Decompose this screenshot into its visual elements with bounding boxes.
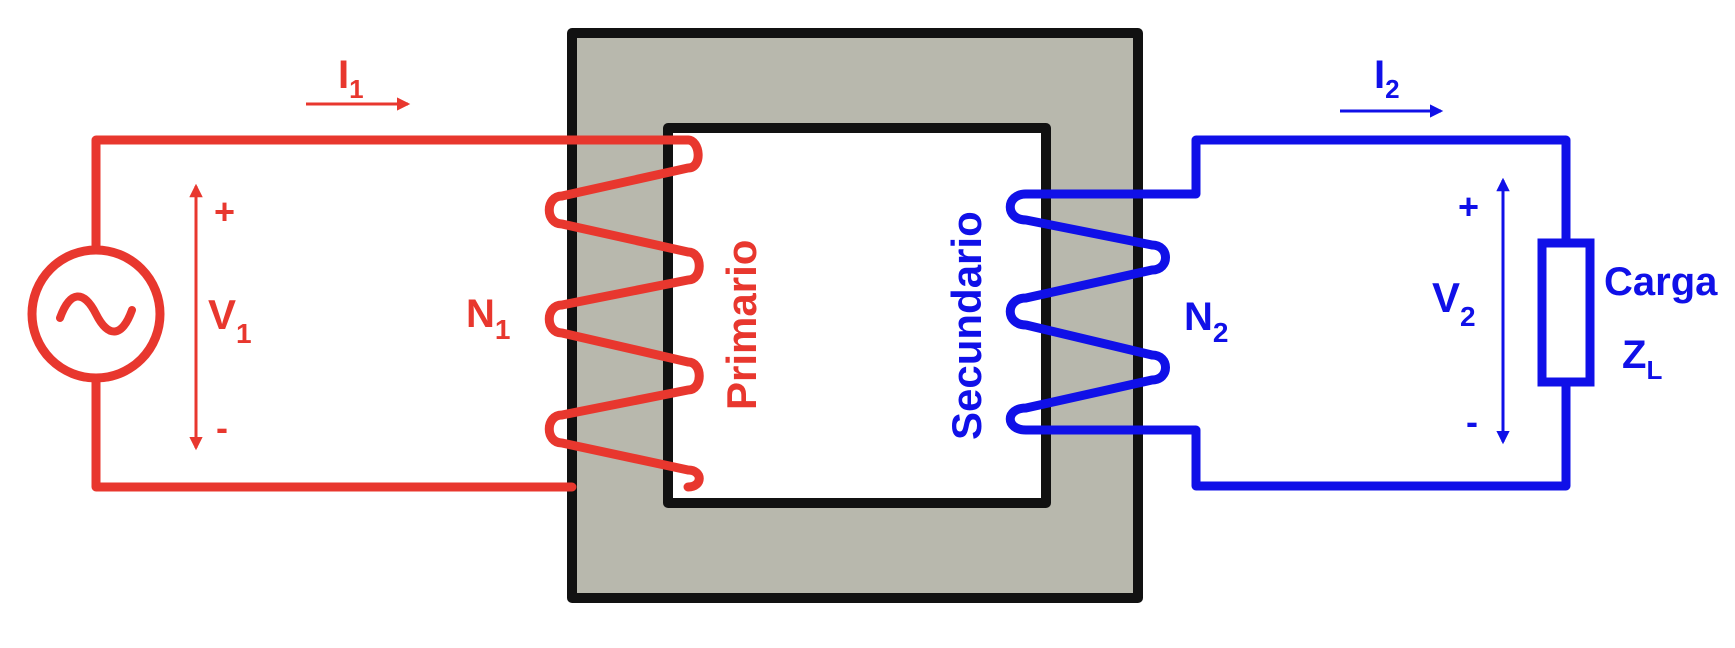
secondary-voltage-plus: + <box>1458 186 1479 227</box>
primary-voltage-label: V1 <box>208 291 252 349</box>
secondary-winding-label: Secundario <box>943 211 990 440</box>
secondary-wire <box>1021 135 1571 491</box>
secondary-current-label: I2 <box>1374 53 1400 104</box>
impedance-icon <box>1537 238 1595 387</box>
secondary-voltage-minus: - <box>1466 401 1478 442</box>
primary-winding <box>544 135 704 492</box>
load-label: Carga <box>1604 260 1718 304</box>
transformer-core <box>567 28 1143 603</box>
primary-current-label: I1 <box>338 53 364 104</box>
secondary-voltage-label: V2 <box>1432 274 1476 332</box>
primary-winding-label: Primario <box>718 240 765 410</box>
primary-voltage-plus: + <box>214 191 235 232</box>
load-impedance-label: ZL <box>1622 333 1662 385</box>
primary-turns-label: N1 <box>466 292 510 345</box>
primary-voltage-minus: - <box>216 407 228 448</box>
primary-wire <box>91 135 693 492</box>
ac-source-icon <box>27 245 165 383</box>
secondary-winding <box>1005 189 1170 435</box>
secondary-turns-label: N2 <box>1184 295 1228 348</box>
